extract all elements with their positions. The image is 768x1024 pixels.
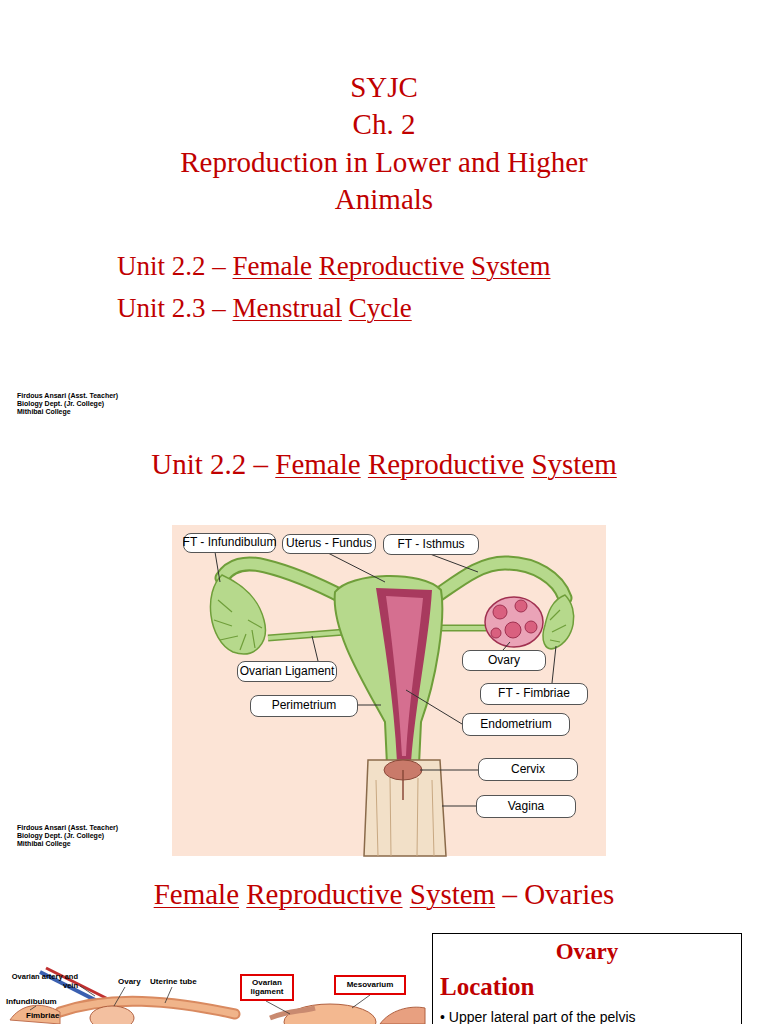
leader-line-part [352,995,370,1008]
label-box: Endometrium [462,713,570,736]
leader-line-part [430,554,478,572]
highlight-box: Ovarian ligament [240,974,294,1001]
label-text: Unit 2.2 – Female Reproductive System [117,250,717,282]
label-text: Unit 2.2 – Female Reproductive System [0,447,768,482]
fallopian-tube-part [543,595,574,649]
leader-line-part [30,1006,36,1010]
label-box: Cervix [478,758,578,781]
label-text: Biology Dept. (Jr. College) [17,400,217,408]
box-label: Ovarian ligament [242,979,292,997]
ovary-drawing-part [485,597,543,647]
leader-line [30,986,370,1014]
label-box: Vagina [476,795,576,818]
label-text: Mithibai College [17,408,217,416]
leader-line-part [266,1001,290,1014]
ovary-photo-drawing-part [60,1001,235,1014]
info-panel: OvaryLocation • Upper lateral part of the… [432,933,742,1024]
label-box: Ovarian Ligament [237,661,337,682]
label-box: Perimetrium [250,695,358,717]
label-text: Firdous Ansari (Asst. Teacher) [17,392,217,400]
bullet-text: • Upper lateral part of the pelvis [440,1009,740,1024]
box-label: Vagina [508,800,544,813]
label-text: Mithibai College [17,840,217,848]
box-label: Mesovarium [347,981,394,990]
diagram-background-part [172,525,606,856]
box-label: Uterus - Fundus [286,537,372,550]
leader-line-part [358,705,381,706]
leader-line-part [406,690,462,724]
box-label: Endometrium [480,718,551,731]
panel-heading: Ovary [433,938,741,966]
box-label: FT - Fimbriae [498,687,570,700]
label-text: Reproduction in Lower and Higher Animals [149,144,619,218]
label-text: Biology Dept. (Jr. College) [17,832,217,840]
ovary-photo-drawing-part [90,1006,134,1024]
label-box: Uterus - Fundus [282,534,376,554]
ovary-drawing-part [505,622,521,638]
label-text: Ch. 2 [0,107,768,142]
ovary-photo-drawing-part [380,1007,425,1024]
ovary-drawing-part [493,605,507,619]
box-label: Ovary [488,654,520,667]
label-text: Female Reproductive System – Ovaries [0,877,768,912]
fallopian-tube-part [550,610,566,642]
leader-line-part [503,642,510,650]
label-text: SYJC [0,70,768,105]
leader-line-part [328,553,385,582]
fallopian-tube-part [214,600,262,650]
label-box: FT - Isthmus [383,534,479,555]
leader-line-part [165,987,172,1003]
label-text: Infundibulum [6,997,76,1007]
label-text: Ovarian artery and vein [10,972,78,990]
leader-line-part [215,552,220,582]
box-label: FT - Infundibulum [183,536,277,549]
ovary-photo-drawing-part [270,1008,315,1018]
box-label: FT - Isthmus [397,538,464,551]
uterus-drawing-part [386,596,423,756]
ovarian-ligament-band-part [268,632,345,638]
cervix-vagina-drawing-part [376,778,434,856]
uterus-drawing [335,576,443,765]
leader-line-part [312,636,318,661]
label-box: FT - Infundibulum [183,533,276,553]
ovary-drawing-part [515,600,527,612]
highlight-box: Mesovarium [334,975,406,995]
leader-line-part [552,646,556,683]
ovarian-ligament-band-part [268,632,345,638]
leader-line-part [420,770,478,771]
label-text: Firdous Ansari (Asst. Teacher) [17,824,217,832]
cervix-vagina-drawing-part [364,760,446,856]
ovary-drawing [485,597,543,647]
fallopian-tube-part [435,563,565,598]
cervix-vagina-drawing [364,760,446,856]
ovary-drawing-part [491,628,501,638]
leader-line-part [114,987,125,1006]
leader-line-part [80,986,95,996]
ovary-photo-drawing [10,968,425,1024]
diagram-background [172,525,606,856]
fallopian-tube-part [435,563,565,598]
box-label: Cervix [511,763,545,776]
cervix-vagina-drawing-part [402,770,404,800]
label-box: FT - Fimbriae [480,683,588,705]
fallopian-tube-part [210,575,265,654]
uterus-drawing-part [335,576,443,765]
label-text: Uterine tube [150,977,220,987]
box-label: Ovarian Ligament [240,665,335,678]
panel-subheading: Location [440,972,740,1002]
label-text: Fimbriae [26,1011,96,1021]
label-text: Unit 2.3 – Menstrual Cycle [117,292,717,324]
ovary-photo-drawing-part [60,1001,235,1014]
label-box: Ovary [462,650,546,671]
ovary-drawing-part [525,621,537,633]
box-label: Perimetrium [272,699,337,712]
ovary-photo-drawing-part [284,1004,376,1024]
uterus-drawing-part [376,588,432,762]
leader-line-part [442,806,476,807]
